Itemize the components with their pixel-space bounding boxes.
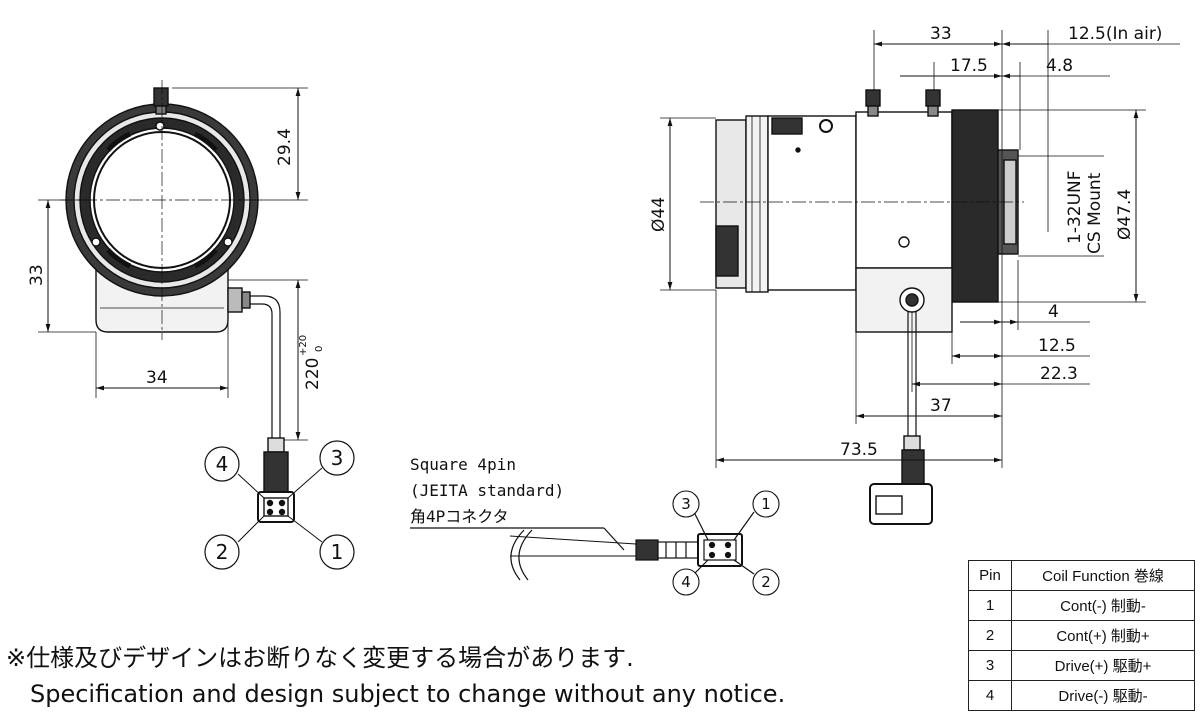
dim-220: 220 [303, 358, 323, 390]
connector-detail [410, 511, 755, 581]
front-pin-2: 2 [216, 540, 229, 564]
table-cell-function: Drive(-) 駆動- [1011, 680, 1195, 711]
connector-pin-3: 3 [681, 495, 691, 513]
dim-22-3: 22.3 [1040, 364, 1078, 384]
connector-label-line1: Square 4pin [410, 455, 516, 474]
dim-33-front: 33 [27, 264, 47, 286]
dim-220-tol-lower: 0 [314, 346, 325, 352]
dim-12-5: 12.5 [1038, 336, 1076, 356]
front-view [38, 80, 323, 543]
front-pin-3: 3 [331, 446, 344, 470]
table-cell-function: Cont(+) 制動+ [1011, 620, 1195, 651]
connector-pin-2: 2 [761, 573, 771, 591]
connector-label-line2: (JEITA standard) [410, 481, 564, 500]
dim-12-5-in-air: 12.5(In air) [1068, 24, 1162, 44]
connector-pin-callouts [672, 490, 780, 596]
front-pin-1: 1 [331, 540, 344, 564]
table-cell-function: Cont(-) 制動- [1011, 590, 1195, 621]
dim-4: 4 [1048, 302, 1059, 322]
table-cell-pin: 4 [968, 680, 1012, 711]
table-cell-pin: 1 [968, 590, 1012, 621]
dim-34: 34 [146, 368, 168, 388]
dim-73-5: 73.5 [840, 440, 878, 460]
table-row: 2 Cont(+) 制動+ [968, 620, 1195, 651]
dim-17-5: 17.5 [950, 56, 988, 76]
table-header-pin: Pin [968, 560, 1012, 591]
pin-function-table: Pin Coil Function 巻線 1 Cont(-) 制動- 2 Con… [968, 560, 1195, 711]
disclaimer-notes: ※仕様及びデザインはお断りなく変更する場合があります. Specificatio… [6, 640, 785, 712]
table-cell-pin: 2 [968, 620, 1012, 651]
table-header-function: Coil Function 巻線 [1011, 560, 1195, 591]
side-view [660, 30, 1180, 525]
dim-33-side: 33 [930, 24, 952, 44]
table-header-row: Pin Coil Function 巻線 [968, 560, 1195, 591]
dim-37: 37 [930, 396, 952, 416]
table-cell-function: Drive(+) 駆動+ [1011, 650, 1195, 681]
mount-thread-label: 1-32UNF [1065, 170, 1085, 244]
connector-pin-1: 1 [761, 495, 771, 513]
dim-220-tol-upper: +20 [298, 335, 309, 356]
dim-dia-47-4: Ø47.4 [1115, 189, 1135, 240]
dim-29-4: 29.4 [275, 128, 295, 166]
table-row: 1 Cont(-) 制動- [968, 590, 1195, 621]
mount-type-label: CS Mount [1085, 172, 1105, 254]
connector-pin-4: 4 [681, 573, 691, 591]
table-row: 4 Drive(-) 駆動- [968, 680, 1195, 711]
connector-label-line3: 角4Pコネクタ [410, 507, 509, 526]
dim-dia-44: Ø44 [649, 197, 669, 232]
dim-4-8: 4.8 [1046, 56, 1073, 76]
table-row: 3 Drive(+) 駆動+ [968, 650, 1195, 681]
disclaimer-jp: ※仕様及びデザインはお断りなく変更する場合があります. [6, 644, 634, 672]
table-cell-pin: 3 [968, 650, 1012, 681]
front-pin-4: 4 [216, 452, 229, 476]
disclaimer-en: Specification and design subject to chan… [30, 680, 786, 708]
front-pin-callouts [204, 440, 355, 570]
